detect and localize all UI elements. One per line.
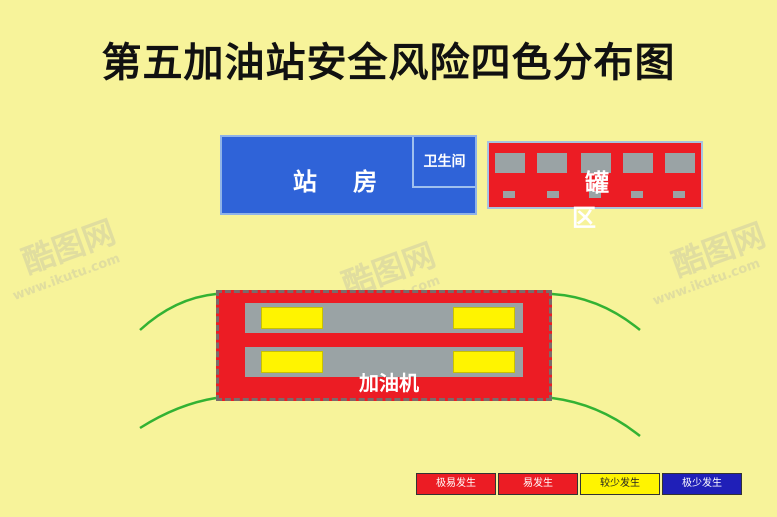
tank-vent [673,191,685,198]
station-house-zone: 站 房 卫生间 [220,135,477,215]
tank-window [495,153,525,173]
legend-item-rare: 极少发生 [662,473,742,495]
tank-window [665,153,695,173]
restroom-zone: 卫生间 [412,137,475,188]
tank-window [623,153,653,173]
tank-vent [631,191,643,198]
driveway-curve-top [139,292,217,331]
tank-vent [547,191,559,198]
tank-vent [589,191,601,198]
fuel-dispenser [453,351,515,373]
driveway-curve-top [551,292,641,331]
fuel-dispenser [453,307,515,329]
legend-item-likely: 易发生 [498,473,578,495]
legend-item-less-likely: 较少发生 [580,473,660,495]
driveway-curve-bottom [551,396,641,437]
tank-window [581,153,611,173]
tank-vent [503,191,515,198]
fuel-dispenser [261,307,323,329]
tank-area-label: 罐 区 [572,169,635,232]
legend-item-very-likely: 极易发生 [416,473,496,495]
page-title: 第五加油站安全风险四色分布图 [101,40,676,86]
driveway-curve-bottom [139,396,217,430]
fuel-pump-label: 加油机 [359,371,419,395]
tank-area-zone: 罐 区 [487,141,703,232]
pump-lane [245,347,523,377]
fuel-dispenser [261,351,323,373]
restroom-label: 卫生间 [423,154,466,170]
station-house-label: 站 房 [292,168,392,196]
tank-window [537,153,567,173]
pump-lane [245,303,523,333]
fuel-pump-zone: 加油机 [216,290,552,401]
